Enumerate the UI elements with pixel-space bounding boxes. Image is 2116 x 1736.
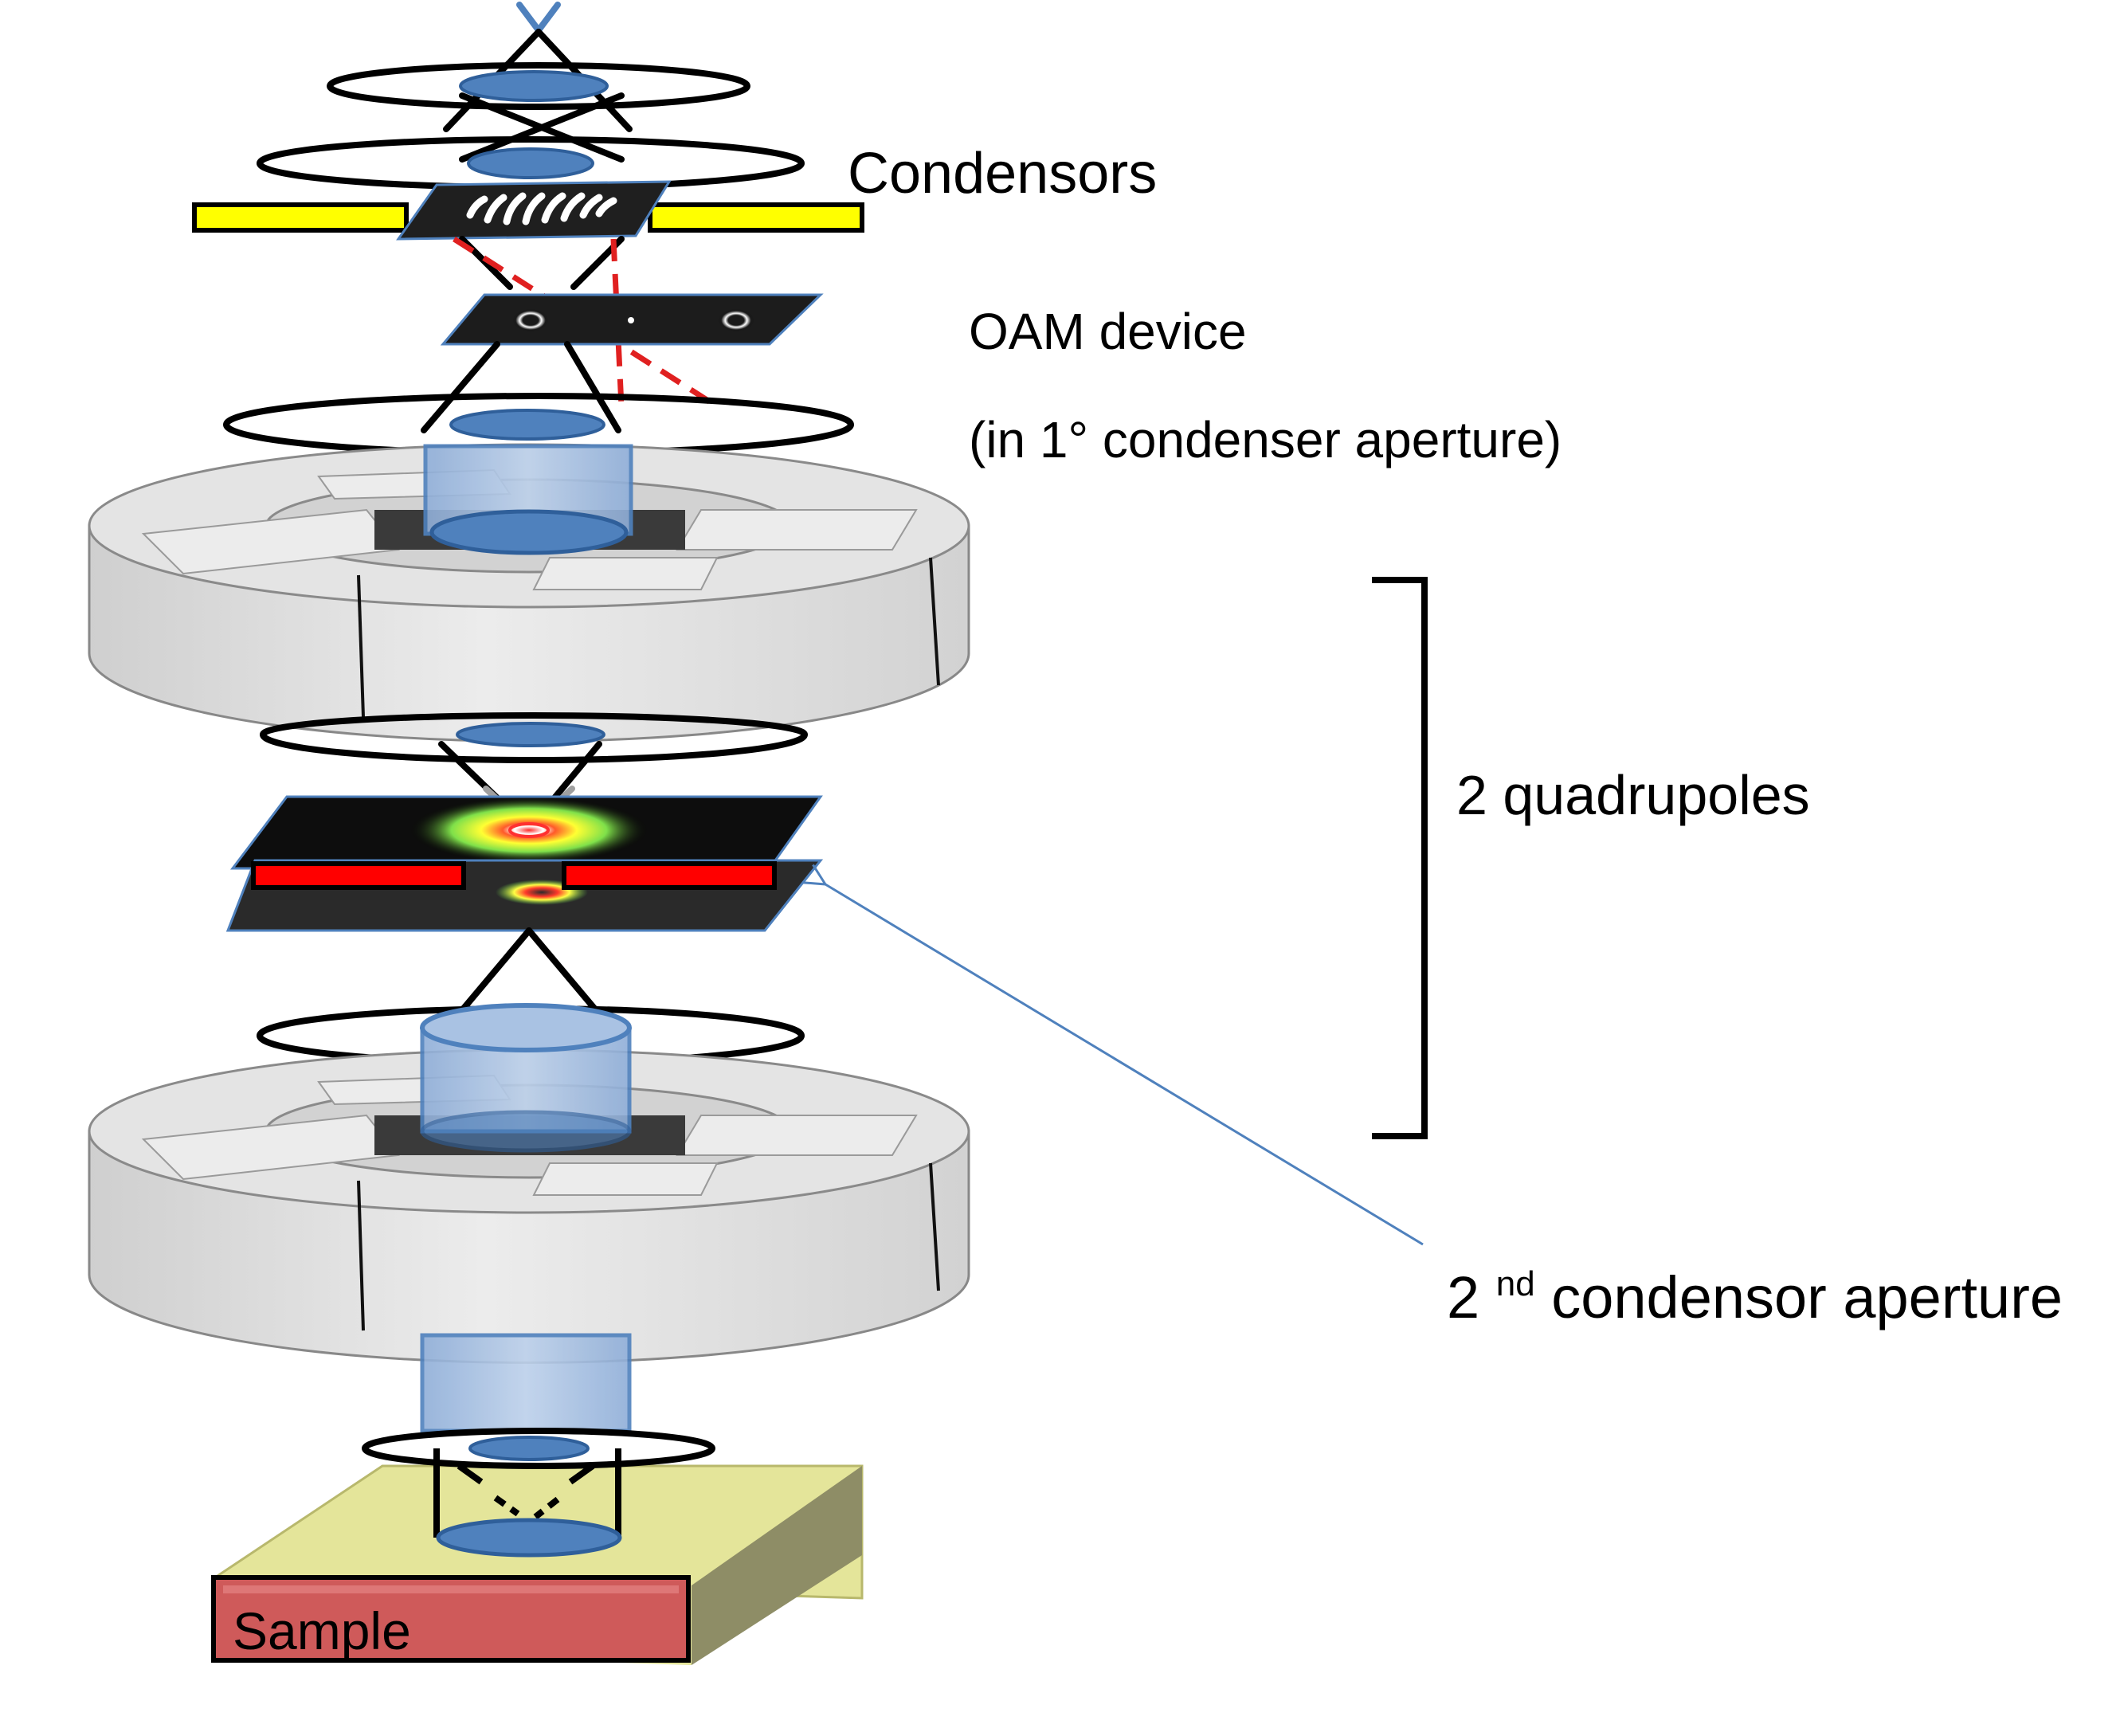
hologram-aperture [192, 180, 864, 241]
oam-device-note: (in 1° condenser aperture) [969, 411, 1562, 468]
vortex-right [719, 309, 754, 331]
second-aperture-text: condensor aperture [1551, 1264, 2063, 1330]
second-aperture-plate [225, 795, 824, 932]
condenser-lens-2 [257, 136, 805, 190]
second-aperture-num: 2 [1447, 1264, 1479, 1330]
beam-column-2 [420, 1003, 632, 1153]
condenser-lens-1 [327, 62, 750, 110]
oam-device-label: OAM device [969, 303, 1247, 360]
condenser-lens-4 [260, 712, 808, 763]
oam-device-plate [440, 293, 824, 346]
right-bracket-icon [1372, 577, 1428, 1139]
aperture-blade-left [192, 202, 409, 233]
lower-rays [459, 927, 599, 1013]
sample-stage [211, 1464, 864, 1665]
aperture-blade-right [648, 202, 864, 233]
focused-beam-glow [409, 797, 649, 864]
second-aperture-sup: nd [1496, 1264, 1535, 1303]
hologram-plate [396, 180, 672, 241]
pointer-arrow-icon [825, 884, 1424, 1246]
beam-column-1 [423, 444, 633, 555]
center-spot [628, 317, 634, 323]
beam-column-3 [420, 1333, 632, 1433]
oam-rays [421, 341, 621, 433]
aperture-blade-red-right [562, 861, 777, 890]
objective-lens [362, 1428, 715, 1558]
mid-rays [459, 236, 625, 290]
source-x-mark-icon [516, 2, 561, 33]
quadrupoles-label: 2 quadrupoles [1456, 764, 1810, 826]
hologram-fringes [466, 192, 617, 225]
vortex-left [513, 309, 548, 331]
sample-label: Sample [233, 1601, 411, 1660]
second-aperture-label: 2 nd condensor aperture [1447, 1242, 2063, 1330]
aperture-blade-red-left [251, 861, 466, 890]
condensors-label: Condensors [848, 142, 1157, 206]
